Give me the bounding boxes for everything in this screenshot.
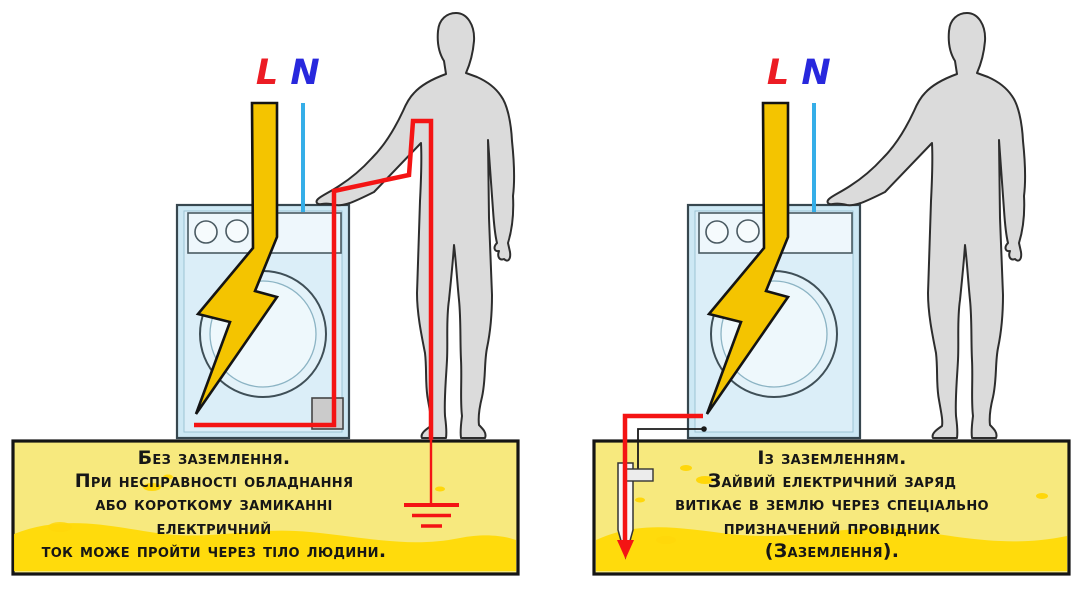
live-label-left: L [255, 53, 279, 93]
ground-symbol-icon [404, 503, 459, 528]
ground-box-right [592, 439, 1071, 576]
ground-wire-red [622, 413, 703, 542]
ground-box-left [11, 439, 520, 576]
live-label-right: L [766, 53, 790, 93]
caption-line: При несправності обладнання [74, 470, 354, 493]
caption-line: призначений провідник [723, 516, 941, 539]
wire-terminal-dot [701, 426, 707, 432]
caption-line: ток може пройти через тіло людини. [41, 539, 387, 562]
ground-soil-wave [596, 527, 1067, 571]
caption-line: електричний [156, 516, 272, 539]
down-arrow-icon [617, 540, 634, 559]
caption-line: (Заземлення). [764, 539, 900, 562]
caption-line: Без заземлення. [137, 447, 291, 469]
neutral-label-left: N [290, 53, 320, 93]
fault-current-wire-left [194, 118, 459, 528]
caption-without-grounding: Без заземлення. При несправності обладна… [14, 447, 414, 563]
caption-with-grounding: Із заземленням. Зайвий електричний заряд… [596, 447, 1068, 563]
caption-line: Із заземленням. [757, 447, 907, 469]
neutral-label-right: N [801, 53, 831, 93]
caption-line: Зайвий електричний заряд [707, 470, 957, 493]
caption-line: або короткому замиканні [95, 493, 333, 516]
ground-soil-wave [14, 523, 516, 571]
caption-line: витікає в землю через спеціально [675, 493, 989, 516]
bonding-wire-black [637, 428, 704, 470]
ground-connection-right [617, 413, 707, 560]
